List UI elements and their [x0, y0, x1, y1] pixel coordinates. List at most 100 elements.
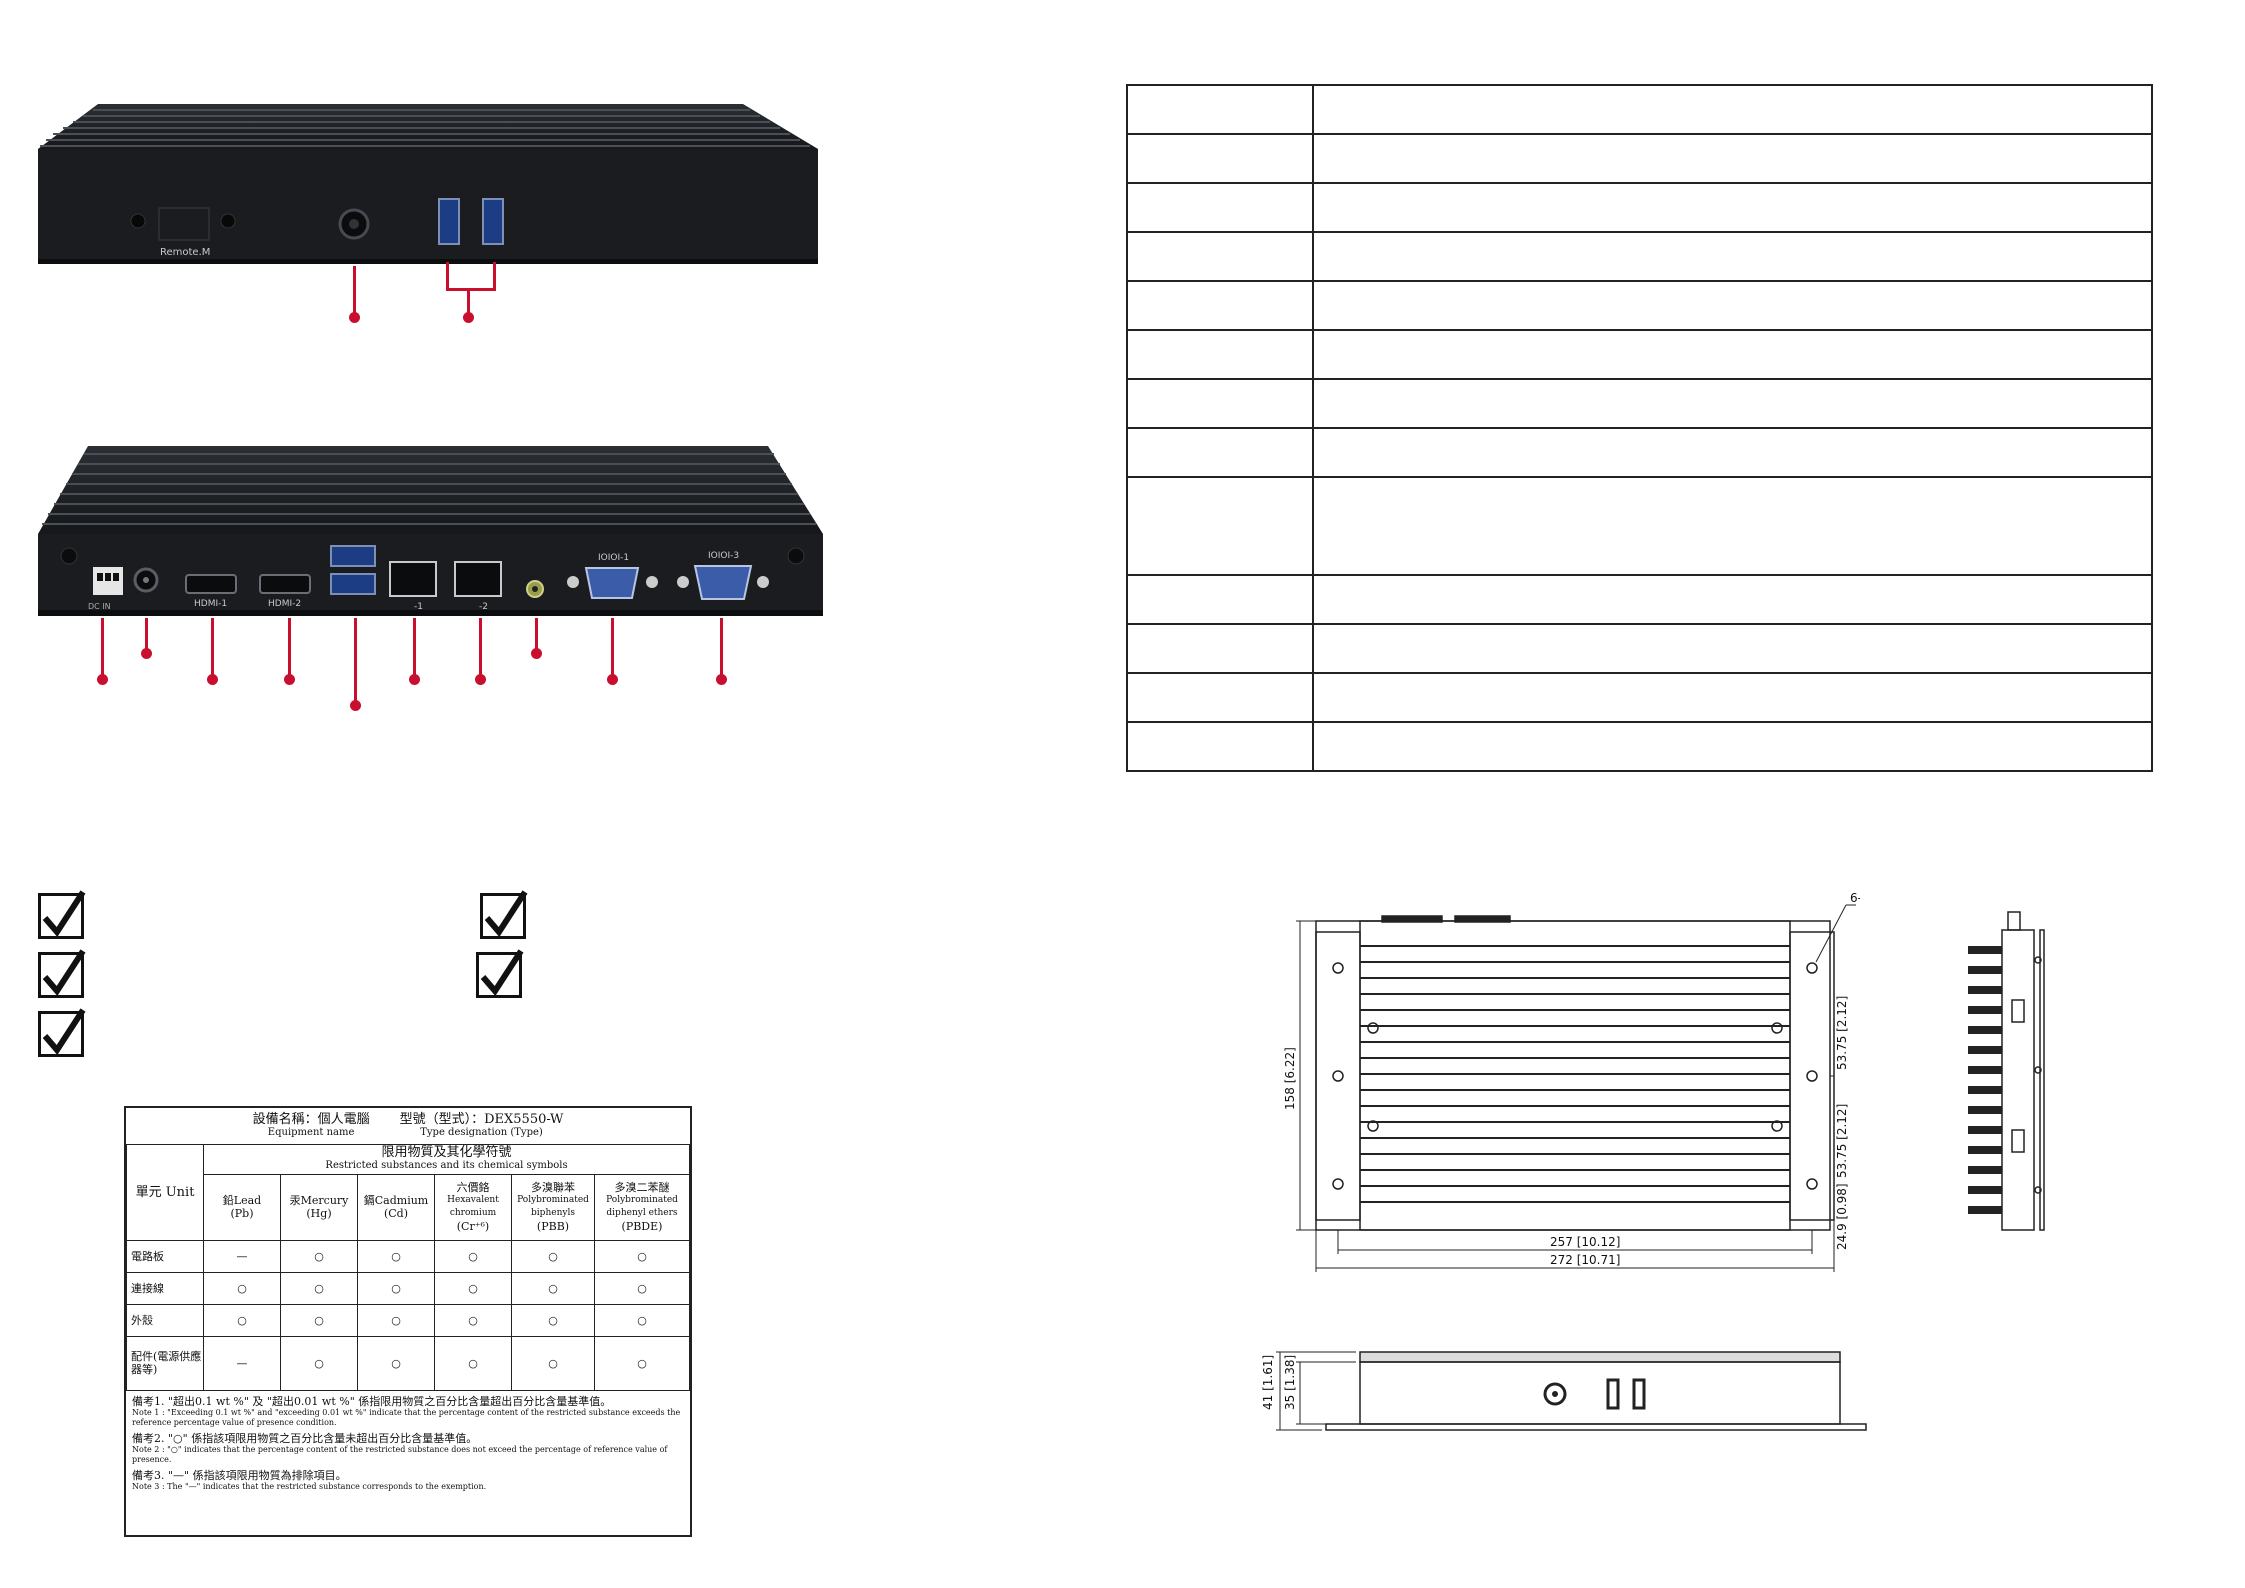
hdmi1-label: HDMI-1: [194, 599, 227, 609]
note2-en: Note 2 : "○" indicates that the percenta…: [132, 1444, 668, 1464]
row-mark: ○: [357, 1271, 435, 1305]
com3-label: IOIOI-3: [708, 551, 739, 561]
row-unit: 配件(電源供應器等): [126, 1335, 204, 1391]
substance-name-en: Polybrominated diphenyl ethers: [606, 1195, 678, 1218]
row-mark: ○: [357, 1303, 435, 1337]
substance-symbol: (Hg): [306, 1207, 332, 1220]
substance-name: 鉛Lead: [222, 1194, 262, 1207]
row-mark: ○: [511, 1271, 595, 1305]
table-row: [1126, 329, 2153, 380]
table-row: [1126, 182, 2153, 233]
type-designation-en: Type designation (Type): [420, 1126, 543, 1138]
hdmi2-label: HDMI-2: [268, 599, 301, 609]
restricted-title-en: Restricted substances and its chemical s…: [325, 1160, 568, 1171]
dim-a-label: 53.75 [2.12]: [1835, 996, 1849, 1070]
rear-hdmi2-pointer: [284, 618, 295, 685]
row-mark: ○: [203, 1303, 281, 1337]
equipment-name-en: Equipment name: [267, 1126, 355, 1138]
note3-zh: 備考3. "—" 係指該項限用物質為排除項目。: [132, 1468, 347, 1482]
table-row: [1126, 476, 2153, 576]
checkbox-4: [480, 890, 528, 939]
table-row: [1126, 574, 2153, 625]
rohs-notes: 備考1. "超出0.1 wt %" 及 "超出0.01 wt %" 係指限用物質…: [126, 1391, 690, 1496]
row-mark: —: [203, 1335, 281, 1391]
type-designation: 型號（型式）：DEX5550-W: [399, 1111, 564, 1127]
front-usb-bracket: [446, 262, 496, 291]
dim-b-label: 53.75 [2.12]: [1835, 1104, 1849, 1178]
substance-name: 多溴二苯醚: [614, 1181, 670, 1194]
rear-terminal-pointer: [97, 618, 108, 685]
table-row: [1126, 623, 2153, 674]
substance-name: 鎘Cadmium: [363, 1194, 429, 1207]
row-unit: 電路板: [126, 1239, 204, 1273]
top-view-drawing: 6-ø4.2 158 [6.22] 53.75 [2.12] 53.75 [2.…: [1283, 891, 1860, 1272]
rear-com3-pointer: [716, 618, 727, 685]
table-row: [1126, 378, 2153, 429]
row-mark: ○: [203, 1271, 281, 1305]
row-mark: ○: [434, 1239, 512, 1273]
hole-label: 6-ø4.2: [1850, 891, 1860, 905]
table-row: [1126, 84, 2153, 135]
note1-zh: 備考1. "超出0.1 wt %" 及 "超出0.01 wt %" 係指限用物質…: [132, 1394, 612, 1408]
substance-symbol: (PBDE): [621, 1220, 663, 1233]
width-inner-label: 257 [10.12]: [1550, 1235, 1620, 1249]
dim-c-label: 24.9 [0.98]: [1835, 1183, 1849, 1250]
row-unit: 連接線: [126, 1271, 204, 1305]
row-unit: 外殼: [126, 1303, 204, 1337]
dc-label: DC IN: [88, 602, 111, 611]
front-usb-pointer: [463, 288, 474, 323]
substance-symbol: (Cr⁺⁶): [456, 1220, 490, 1233]
remote-label: Remote.M: [160, 247, 210, 258]
note2-zh: 備考2. "○" 係指該項限用物質之百分比含量未超出百分比含量基準值。: [132, 1431, 478, 1445]
substance-name: 多溴聯苯: [531, 1181, 575, 1194]
rear-lan1-pointer: [409, 618, 420, 685]
rear-dc-pointer: [141, 618, 152, 659]
substance-name: 六價鉻: [456, 1181, 490, 1194]
table-row: [1126, 280, 2153, 331]
table-row: 連接線 ○ ○ ○ ○ ○ ○: [126, 1271, 690, 1305]
row-mark: ○: [357, 1335, 435, 1391]
front-view-drawing: 41 [1.61] 35 [1.38]: [1261, 1351, 1867, 1431]
substance-name-en: Hexavalent chromium: [447, 1195, 499, 1218]
table-row: [1126, 231, 2153, 282]
height-label: 158 [6.22]: [1283, 1047, 1297, 1110]
front-audio-pointer: [349, 266, 360, 323]
row-mark: ○: [434, 1303, 512, 1337]
row-mark: ○: [594, 1303, 690, 1337]
substance-symbol: (Cd): [383, 1207, 409, 1220]
unit-header: 單元 Unit: [126, 1143, 204, 1241]
rear-hdmi1-pointer: [207, 618, 218, 685]
rohs-declaration-table: 設備名稱：個人電腦 Equipment name 型號（型式）：DEX5550-…: [124, 1106, 692, 1537]
rear-audio-pointer: [531, 618, 542, 659]
row-mark: ○: [280, 1239, 358, 1273]
substance-name-en: Polybrominated biphenyls: [517, 1195, 589, 1218]
side-height-outer-label: 41 [1.61]: [1261, 1355, 1275, 1410]
row-mark: ○: [594, 1271, 690, 1305]
note1-en: Note 1 : "Exceeding 0.1 wt %" and "excee…: [132, 1407, 681, 1427]
row-mark: ○: [434, 1271, 512, 1305]
table-row: 外殼 ○ ○ ○ ○ ○ ○: [126, 1303, 690, 1337]
rear-com1-pointer: [607, 618, 618, 685]
table-row: 配件(電源供應器等) — ○ ○ ○ ○ ○: [126, 1335, 690, 1391]
substance-symbol: (PBB): [536, 1220, 570, 1233]
checkbox-1: [38, 890, 86, 939]
side-view-drawing: [1968, 911, 2045, 1231]
row-mark: ○: [434, 1335, 512, 1391]
row-mark: ○: [280, 1303, 358, 1337]
spec-table: [1126, 84, 2153, 772]
lan1-label: -1: [414, 602, 423, 612]
row-mark: ○: [357, 1239, 435, 1273]
rear-panel-photo: DC IN HDMI-1 HDMI-2 -1 -2 IOIOI-1 IOIOI-…: [38, 446, 823, 620]
com1-label: IOIOI-1: [598, 553, 629, 563]
side-height-inner-label: 35 [1.38]: [1283, 1355, 1297, 1410]
row-mark: ○: [511, 1303, 595, 1337]
width-outer-label: 272 [10.71]: [1550, 1253, 1620, 1267]
row-mark: ○: [280, 1271, 358, 1305]
table-row: [1126, 427, 2153, 478]
row-mark: ○: [511, 1239, 595, 1273]
substance-name: 汞Mercury: [289, 1194, 349, 1207]
note3-en: Note 3 : The "—" indicates that the rest…: [132, 1481, 487, 1491]
row-mark: ○: [594, 1239, 690, 1273]
table-row: 電路板 — ○ ○ ○ ○ ○: [126, 1239, 690, 1273]
table-row: [1126, 721, 2153, 772]
